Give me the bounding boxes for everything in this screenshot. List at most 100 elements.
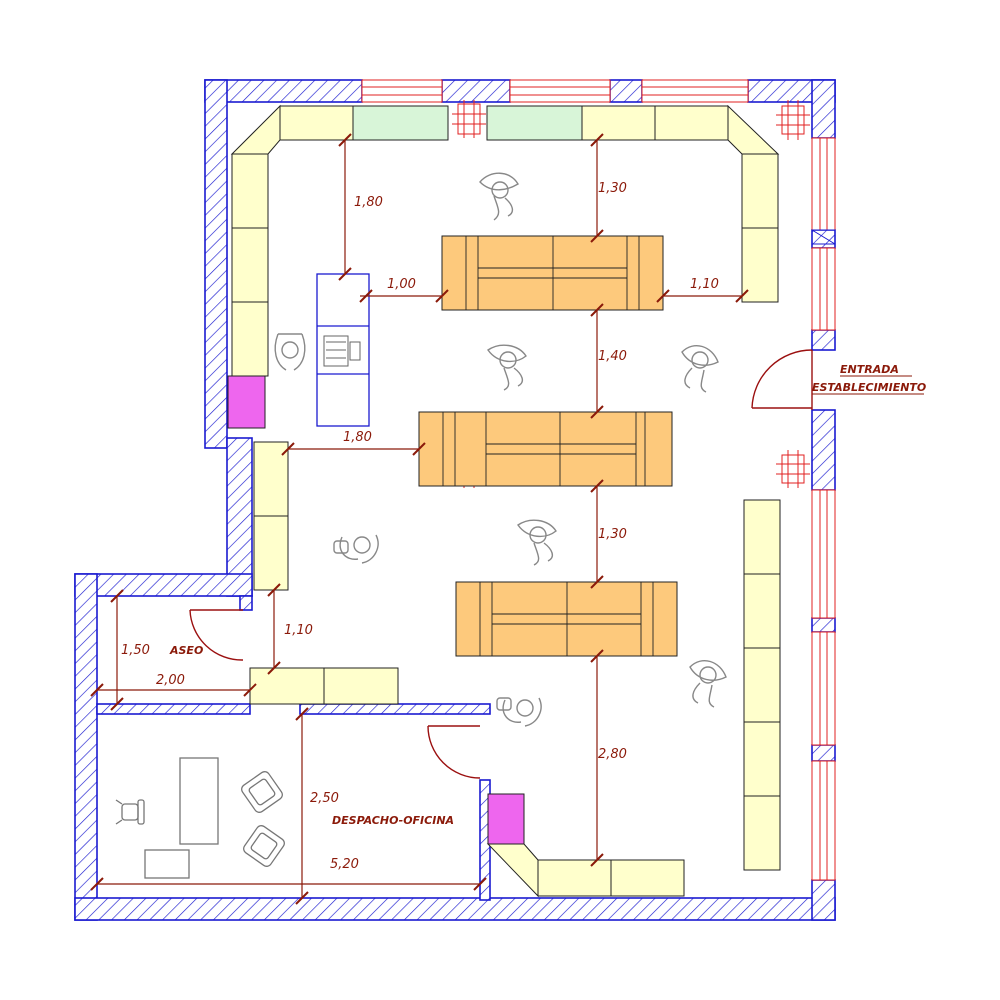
shelf-bottom-1 bbox=[537, 859, 612, 897]
window-right-1 bbox=[811, 137, 836, 231]
shelf-bottom-pink bbox=[487, 793, 525, 845]
window-right-5 bbox=[811, 760, 836, 881]
shelf-bottom-2 bbox=[610, 859, 685, 897]
shelf-right-low-1 bbox=[743, 499, 781, 575]
shelf-low-2 bbox=[323, 667, 399, 705]
armchair-icon bbox=[243, 825, 285, 867]
window-top-2 bbox=[509, 79, 611, 103]
armchair-icon bbox=[241, 771, 283, 813]
dim-label: 1,30 bbox=[598, 181, 627, 196]
wall-top-left bbox=[204, 79, 363, 103]
shelf-mid-left-2 bbox=[253, 515, 289, 591]
dim-label: 1,00 bbox=[387, 277, 416, 292]
shelf-top-3 bbox=[654, 105, 729, 141]
gondola-2 bbox=[418, 411, 673, 487]
office-chair-icon bbox=[115, 799, 145, 825]
window-right-4 bbox=[811, 631, 836, 746]
window-right-2 bbox=[811, 247, 836, 331]
dim-label: 2,00 bbox=[156, 673, 185, 688]
shelf-top-green-1 bbox=[352, 105, 449, 141]
people bbox=[274, 172, 727, 727]
shelf-right-low-5 bbox=[743, 795, 781, 871]
wall-bottom bbox=[74, 897, 836, 921]
column-marker-3 bbox=[776, 450, 810, 488]
wall-top-mid bbox=[441, 79, 511, 103]
wall-right-pier4 bbox=[811, 617, 836, 633]
person-icon bbox=[517, 519, 557, 566]
wall-step-horizontal bbox=[74, 573, 253, 597]
entrance-label-line1: ENTRADA bbox=[840, 363, 899, 376]
shelf-top-1 bbox=[279, 105, 354, 141]
wall-right-pier3 bbox=[811, 409, 836, 491]
dim-label: 1,10 bbox=[690, 277, 719, 292]
shelf-right-1 bbox=[741, 153, 779, 229]
dim-label: 1,80 bbox=[343, 430, 372, 445]
windows bbox=[361, 79, 836, 881]
window-right-3 bbox=[811, 489, 836, 619]
shelf-corner-top-right bbox=[727, 104, 780, 155]
person-icon bbox=[487, 344, 527, 391]
gondola-1 bbox=[441, 235, 664, 311]
office-door bbox=[427, 725, 481, 779]
dim-label: 5,20 bbox=[330, 857, 359, 872]
dim-label: 2,80 bbox=[598, 747, 627, 762]
shelf-corner-top-left bbox=[230, 104, 281, 155]
doors bbox=[189, 349, 813, 779]
shelf-left-pink bbox=[227, 375, 266, 429]
side-table bbox=[144, 849, 190, 879]
entrance-label-line2: ESTABLECIMIENTO bbox=[812, 381, 926, 394]
wall-far-left bbox=[74, 573, 98, 921]
column-marker-1 bbox=[452, 100, 486, 138]
person-icon bbox=[333, 534, 379, 564]
shelf-low-1 bbox=[249, 667, 325, 705]
walls bbox=[74, 79, 836, 921]
window-top-3 bbox=[641, 79, 749, 103]
entrance-door bbox=[751, 349, 813, 410]
column-marker-2 bbox=[776, 100, 810, 140]
perimeter-shelving bbox=[227, 104, 781, 898]
person-icon bbox=[274, 333, 306, 371]
wall-right-top bbox=[811, 79, 836, 139]
shelf-right-2 bbox=[741, 227, 779, 303]
dim-label: 1,80 bbox=[354, 195, 383, 210]
wall-bathroom-office bbox=[96, 703, 251, 715]
room-label-bathroom: ASEO bbox=[169, 644, 203, 657]
wall-right-pier1 bbox=[811, 229, 836, 249]
desk bbox=[179, 757, 219, 845]
room-label-office: DESPACHO-OFICINA bbox=[332, 814, 454, 827]
wall-bath-pier bbox=[239, 595, 253, 611]
person-icon bbox=[681, 344, 719, 393]
shelf-left-3 bbox=[231, 301, 269, 377]
dimension-lines bbox=[90, 133, 749, 905]
dim-label: 1,50 bbox=[121, 643, 150, 658]
shelf-right-low-3 bbox=[743, 647, 781, 723]
person-icon bbox=[496, 697, 542, 727]
column-marker-5 bbox=[811, 229, 836, 245]
wall-right-pier2 bbox=[811, 329, 836, 351]
wall-right-bottom bbox=[811, 879, 836, 921]
dim-label: 1,30 bbox=[598, 527, 627, 542]
wall-top-mid2 bbox=[609, 79, 643, 103]
wall-left-upper bbox=[204, 79, 228, 449]
shelf-right-low-4 bbox=[743, 721, 781, 797]
wall-left-step bbox=[226, 437, 253, 597]
shelf-right-low-2 bbox=[743, 573, 781, 649]
person-icon bbox=[479, 172, 519, 221]
shelf-left-2 bbox=[231, 227, 269, 303]
window-top-1 bbox=[361, 79, 443, 103]
checkout-counter bbox=[316, 273, 370, 427]
person-icon bbox=[689, 659, 727, 708]
wall-right-pier5 bbox=[811, 744, 836, 762]
office-furniture bbox=[115, 757, 285, 879]
shelf-left-1 bbox=[231, 153, 269, 229]
shelf-top-2 bbox=[581, 105, 656, 141]
room-labels: ASEO DESPACHO-OFICINA ENTRADA ESTABLECIM… bbox=[169, 363, 926, 827]
dim-label: 1,10 bbox=[284, 623, 313, 638]
shelf-corner-bottom bbox=[486, 843, 539, 898]
dim-label: 2,50 bbox=[310, 791, 339, 806]
dim-label: 1,40 bbox=[598, 349, 627, 364]
gondola-3 bbox=[455, 581, 678, 657]
shelf-top-green-2 bbox=[486, 105, 583, 141]
dimension-labels: 1,80 1,30 1,00 1,10 1,40 1,80 1,30 1,10 … bbox=[121, 181, 719, 872]
